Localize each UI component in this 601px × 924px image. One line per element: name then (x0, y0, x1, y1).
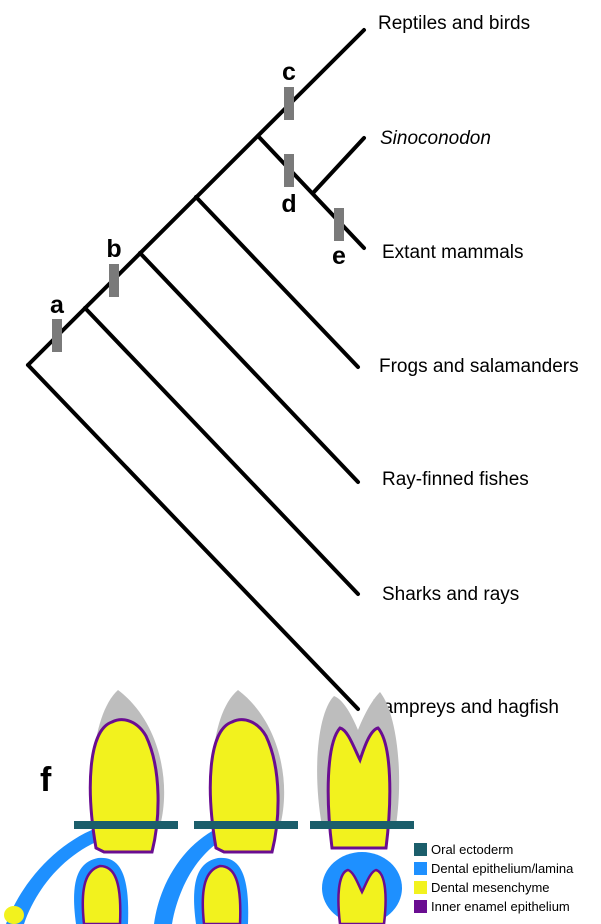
taxon-label-frogs: Frogs and salamanders (379, 356, 579, 377)
marker-bar-d (284, 154, 294, 187)
tooth-3 (317, 692, 400, 850)
dental-lamina-2 (154, 826, 226, 924)
tooth-1 (88, 690, 165, 854)
branch-frogs (194, 195, 360, 369)
taxon-label-sharks: Sharks and rays (382, 584, 519, 605)
legend-label-dental-epithelium: Dental epithelium/lamina (431, 861, 574, 876)
branch-sharks (83, 306, 360, 596)
legend-label-dental-mesenchyme: Dental mesenchyme (431, 880, 550, 895)
tooth-germ-2 (194, 857, 249, 924)
marker-bar-c (284, 87, 294, 120)
marker-bar-b (109, 264, 119, 297)
oral-ectoderm-2 (194, 821, 298, 829)
tooth-germ-3 (322, 852, 402, 924)
branch-sinoconodon (311, 136, 366, 195)
germ-mesenchyme-3 (337, 868, 387, 924)
legend-swatch-dental-mesenchyme (414, 881, 427, 894)
branch-mammals-stem (256, 134, 366, 250)
pulp-1 (88, 718, 160, 854)
marker-label-c: c (282, 58, 296, 86)
taxon-label-lampreys: Lampreys and hagfish (372, 697, 559, 718)
germ-mesenchyme-2 (201, 864, 242, 924)
taxon-label-sinoconodon: Sinoconodon (380, 128, 491, 149)
pulp-2 (208, 718, 280, 854)
marker-label-e: e (332, 242, 346, 270)
legend-swatch-oral-ectoderm (414, 843, 427, 856)
tooth-germ-1 (74, 857, 129, 924)
oral-ectoderm-3 (310, 821, 414, 829)
marker-label-d: d (281, 190, 296, 218)
oral-ectoderm-1 (74, 821, 178, 829)
pulp-3 (326, 726, 392, 850)
panel-label-f: f (40, 761, 52, 799)
branch-lampreys (26, 363, 360, 711)
marker-bar-a (52, 319, 62, 352)
tooth-2 (208, 690, 285, 854)
panel-f: f (4, 690, 574, 924)
dental-lamina-1 (6, 826, 106, 924)
taxon-label-mammals: Extant mammals (382, 242, 523, 263)
legend-swatch-inner-enamel (414, 900, 427, 913)
marker-bar-e (334, 208, 344, 241)
taxon-label-reptiles: Reptiles and birds (378, 13, 530, 34)
branch-rayfinned (138, 251, 360, 484)
legend-label-oral-ectoderm: Oral ectoderm (431, 842, 513, 857)
taxon-label-rayfinned: Ray-finned fishes (382, 469, 529, 490)
legend-swatch-dental-epithelium (414, 862, 427, 875)
germ-mesenchyme-1 (81, 864, 122, 924)
phylogenetic-tree: a b c d e Reptiles and birds Sinoconodon… (26, 13, 579, 718)
small-mesenchyme-blob (4, 906, 24, 924)
legend-label-inner-enamel: Inner enamel epithelium (431, 899, 570, 914)
marker-label-b: b (106, 235, 121, 263)
legend: Oral ectoderm Dental epithelium/lamina D… (414, 842, 574, 914)
marker-label-a: a (50, 291, 65, 319)
